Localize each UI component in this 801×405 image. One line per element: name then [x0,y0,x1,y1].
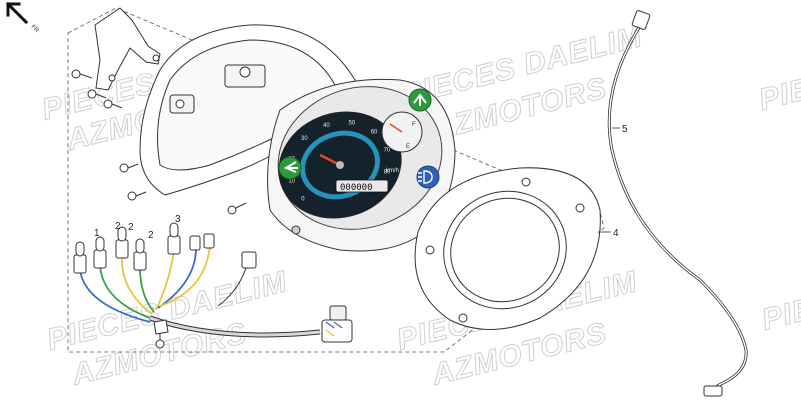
bulb-3 [167,222,181,255]
callout-4: 4 [613,228,619,239]
watermark-daelim-6: PIECES DAELIM [759,245,801,337]
arrow-up-left-icon [5,1,29,25]
turn-left-arrow-icon [283,161,298,173]
fuel-empty-label: E [406,144,410,150]
bulb-2b [115,226,129,259]
callout-2-extra: 2 [128,222,134,233]
callout-3: 3 [175,214,181,225]
bulbs [73,222,215,274]
needle-hub [336,161,344,169]
meter-body: 01020304050607080 000000 km/h F E [267,78,456,252]
wiring-harness [79,244,321,338]
turn-right-arrow-icon [413,93,427,106]
callout-1: 1 [94,228,100,239]
speed-tick-50: 50 [349,121,356,127]
indicator-high-beam [416,165,440,189]
screw-5 [127,191,147,201]
odometer-reading: 000000 [340,183,373,193]
screws [71,69,247,349]
upper-housing [139,24,356,196]
high-beam-icon [418,170,433,184]
screw-4 [119,163,139,173]
mounting-bracket [94,7,161,91]
speed-tick-70: 70 [384,148,391,154]
callout-2a: 2 [115,221,121,232]
bulb-callouts: 1 2 2 3 2 [94,214,181,241]
cable-top-fitting [631,10,651,30]
speedometer-glow-ring [300,130,380,200]
speed-unit: km/h [386,168,399,174]
fuel-full-label: F [412,122,416,128]
bulb-socket-extra [189,233,215,251]
speed-tick-10: 10 [288,179,295,185]
screw-6 [227,202,247,215]
screw-1 [71,69,93,79]
callout-5: 5 [622,124,628,135]
speed-tick-0: 0 [301,196,305,202]
bulb-2c [133,238,147,271]
speed-tick-30: 30 [301,136,308,142]
bulb-2a [93,236,107,269]
watermark-daelim-5: PIECES DAELIM [756,25,801,117]
meter-lens [414,167,601,330]
cable-bottom-fitting [703,385,723,397]
screw-2 [87,89,107,99]
speedometer-cable [607,10,748,397]
reset-knob [291,225,301,235]
direction-indicator: FR [5,1,40,35]
screw-3 [103,99,123,109]
callout-2b: 2 [148,230,154,241]
bulb-1 [73,241,87,274]
fuel-needle [389,123,403,133]
odometer-window [335,179,389,193]
direction-label: FR [30,24,40,34]
harness-clamp [153,319,169,335]
harness-connector [241,251,353,343]
assembly-outline [67,7,605,353]
speed-tick-40: 40 [323,123,330,129]
speed-tick-80: 80 [384,170,391,176]
speed-tick-60: 60 [371,130,378,136]
